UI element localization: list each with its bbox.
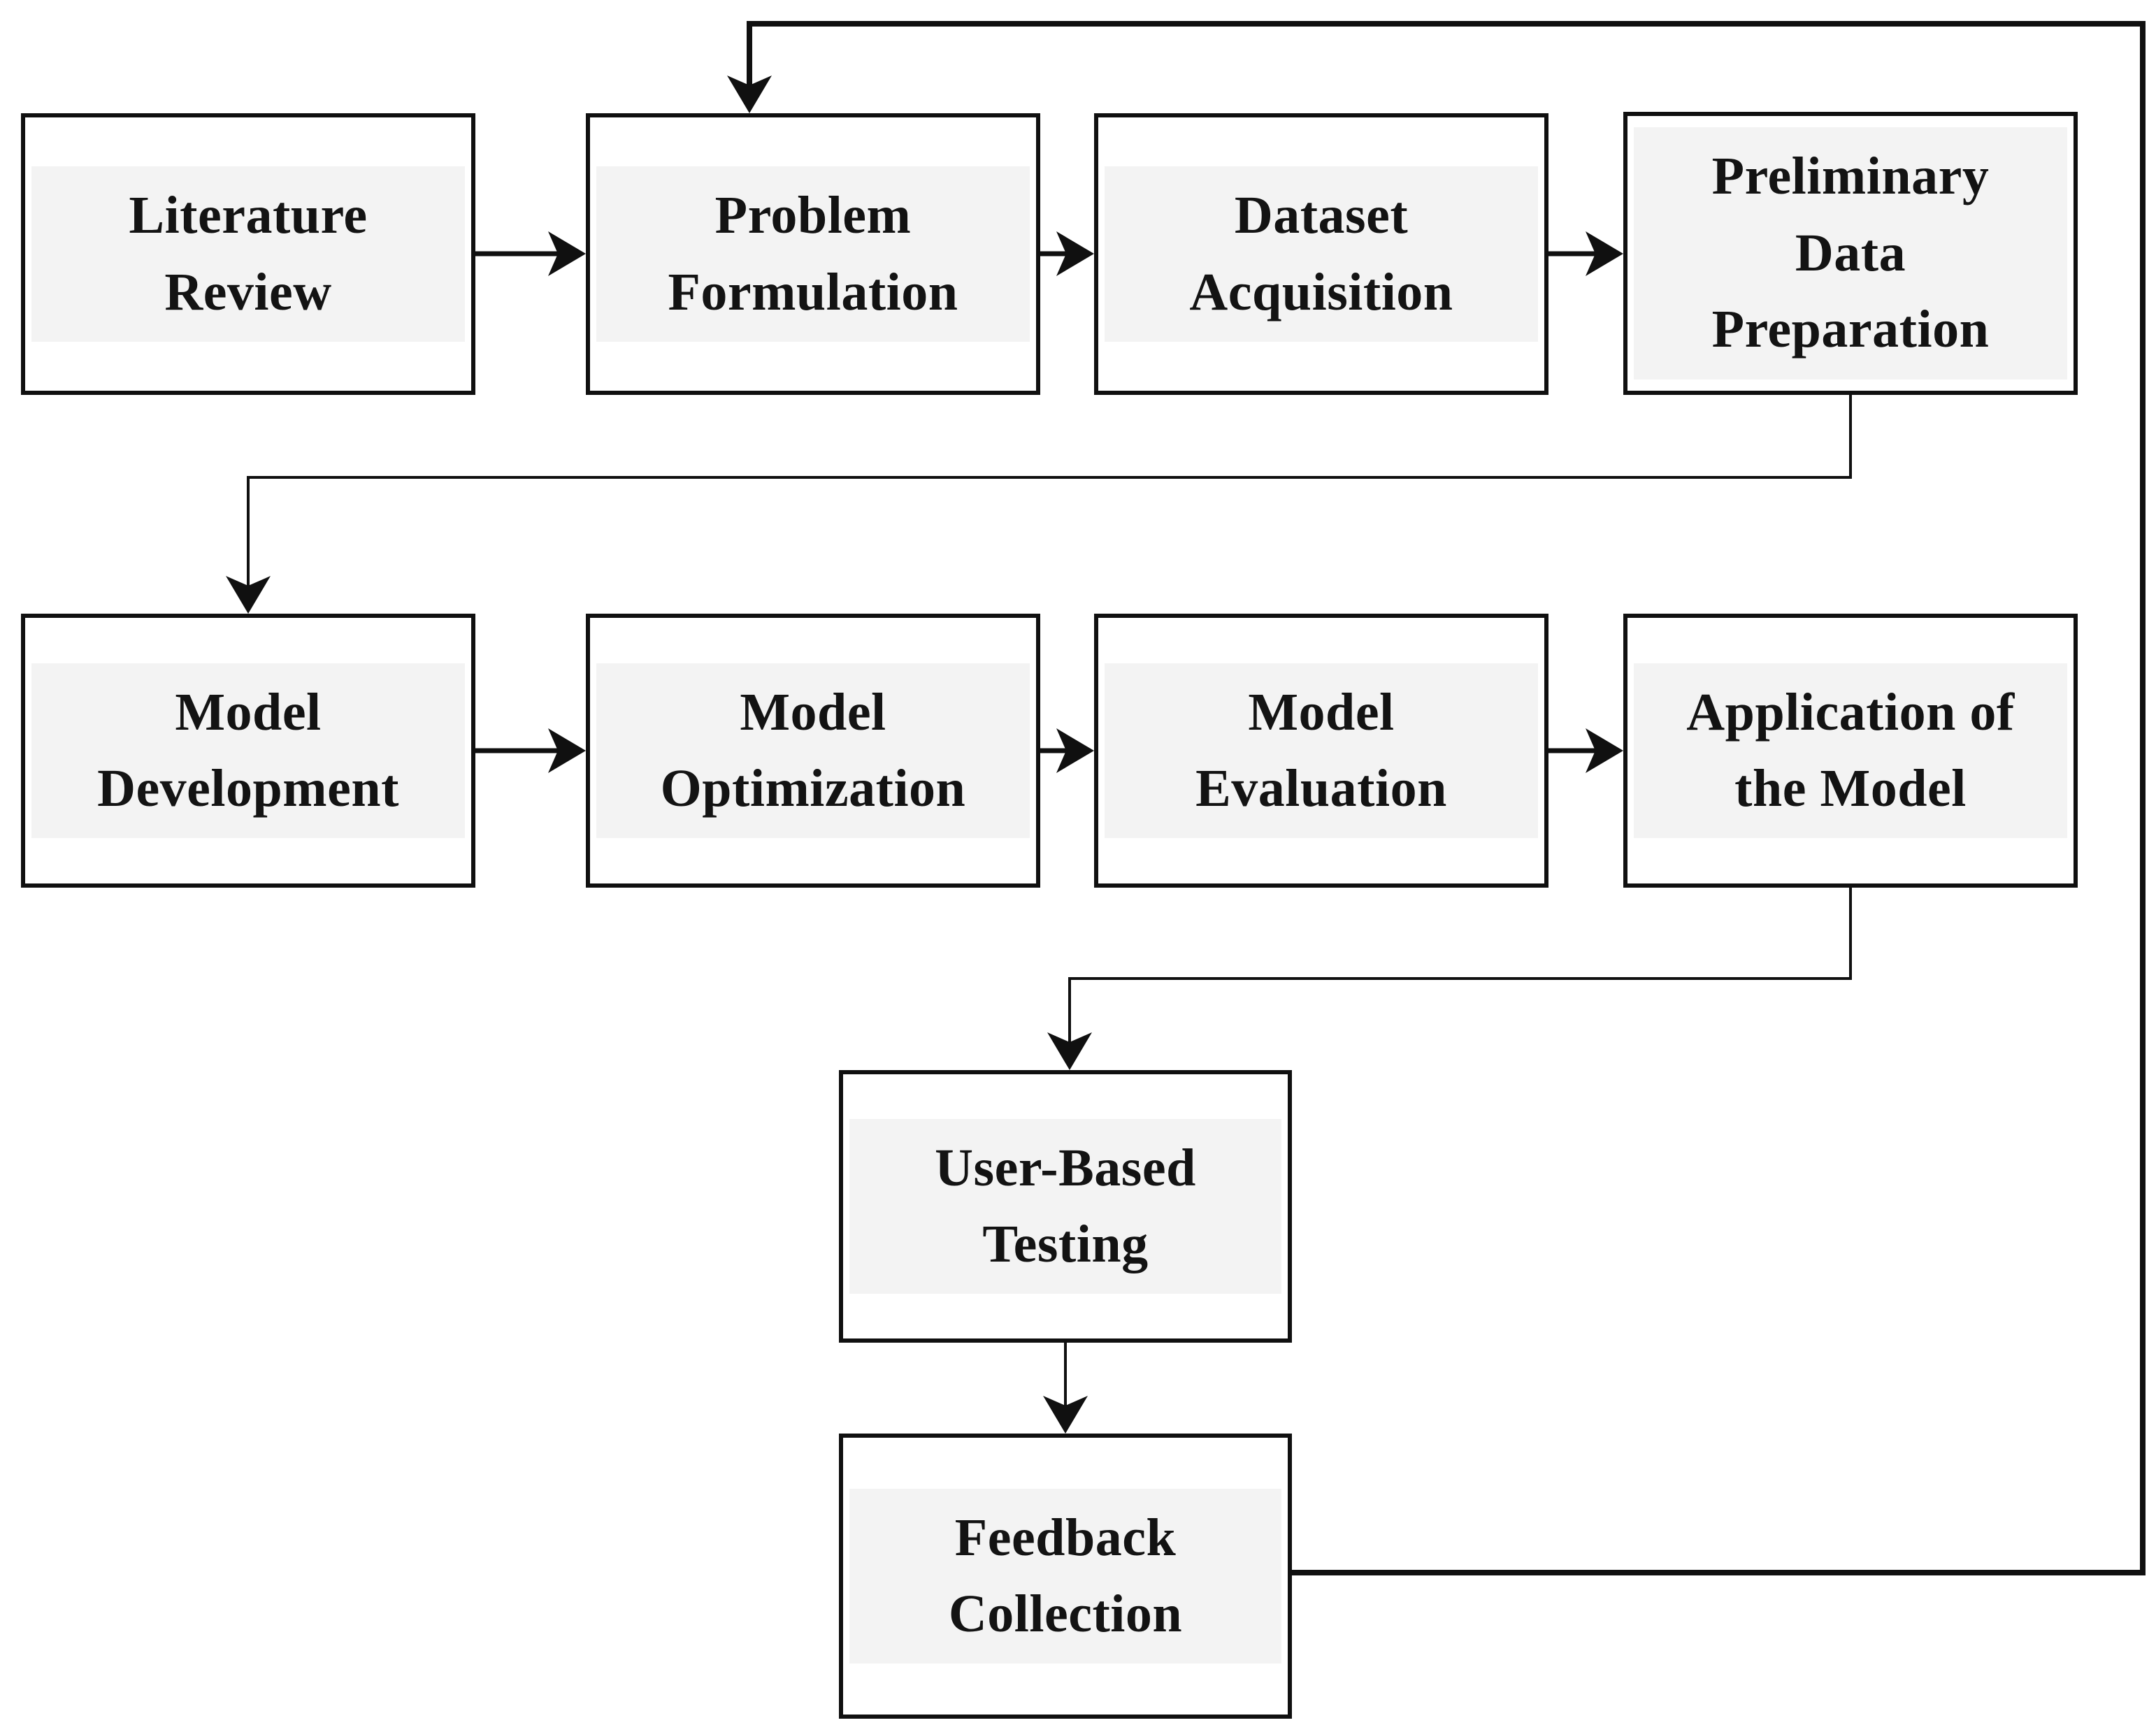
node-preliminary-data-preparation: Preliminary Data Preparation — [1623, 112, 2078, 395]
arrowhead-optimization-to-evaluation — [1056, 728, 1094, 773]
node-application-of-the-model: Application of the Model — [1623, 614, 2078, 888]
node-label-band: Model Evaluation — [1105, 663, 1538, 839]
node-label: Literature Review — [129, 186, 368, 322]
node-label: Dataset Acquisition — [1189, 186, 1453, 322]
node-label-band: Literature Review — [31, 166, 465, 342]
node-literature-review: Literature Review — [21, 113, 475, 395]
edge-preliminary-to-model-development — [247, 395, 1852, 587]
node-label-band: Application of the Model — [1634, 663, 2067, 839]
node-dataset-acquisition: Dataset Acquisition — [1094, 113, 1548, 395]
node-label-band: Model Development — [31, 663, 465, 839]
node-label: Model Evaluation — [1195, 682, 1447, 818]
node-model-development: Model Development — [21, 614, 475, 888]
arrowhead-development-to-optimization — [548, 728, 586, 773]
node-label: Feedback Collection — [948, 1508, 1183, 1643]
arrowhead-application-to-user-testing — [1047, 1032, 1092, 1070]
arrowhead-literature-to-problem — [548, 231, 586, 276]
node-label: Application of the Model — [1686, 682, 2015, 818]
node-label: Preliminary Data Preparation — [1711, 147, 1990, 359]
arrowhead-evaluation-to-application — [1586, 728, 1623, 773]
node-label-band: Feedback Collection — [849, 1488, 1281, 1664]
node-model-evaluation: Model Evaluation — [1094, 614, 1548, 888]
edge-application-to-user-testing — [1068, 888, 1852, 1044]
node-user-based-testing: User-Based Testing — [839, 1070, 1292, 1343]
arrowhead-dataset-to-preliminary — [1586, 231, 1623, 276]
node-label-band: Preliminary Data Preparation — [1634, 127, 2067, 380]
node-label: Model Development — [97, 682, 399, 818]
node-label: Model Optimization — [660, 682, 966, 818]
arrowhead-feedback-loop-to-problem — [727, 75, 772, 113]
arrowhead-user-testing-to-feedback — [1043, 1396, 1088, 1434]
node-label-band: Problem Formulation — [596, 166, 1030, 342]
arrowhead-preliminary-to-model-development — [226, 576, 271, 614]
arrowhead-problem-to-dataset — [1056, 231, 1094, 276]
node-label-band: Dataset Acquisition — [1105, 166, 1538, 342]
node-model-optimization: Model Optimization — [586, 614, 1040, 888]
node-label-band: Model Optimization — [596, 663, 1030, 839]
node-label: Problem Formulation — [668, 186, 958, 322]
node-label-band: User-Based Testing — [849, 1118, 1281, 1294]
node-problem-formulation: Problem Formulation — [586, 113, 1040, 395]
node-feedback-collection: Feedback Collection — [839, 1434, 1292, 1719]
node-label: User-Based Testing — [935, 1138, 1196, 1273]
